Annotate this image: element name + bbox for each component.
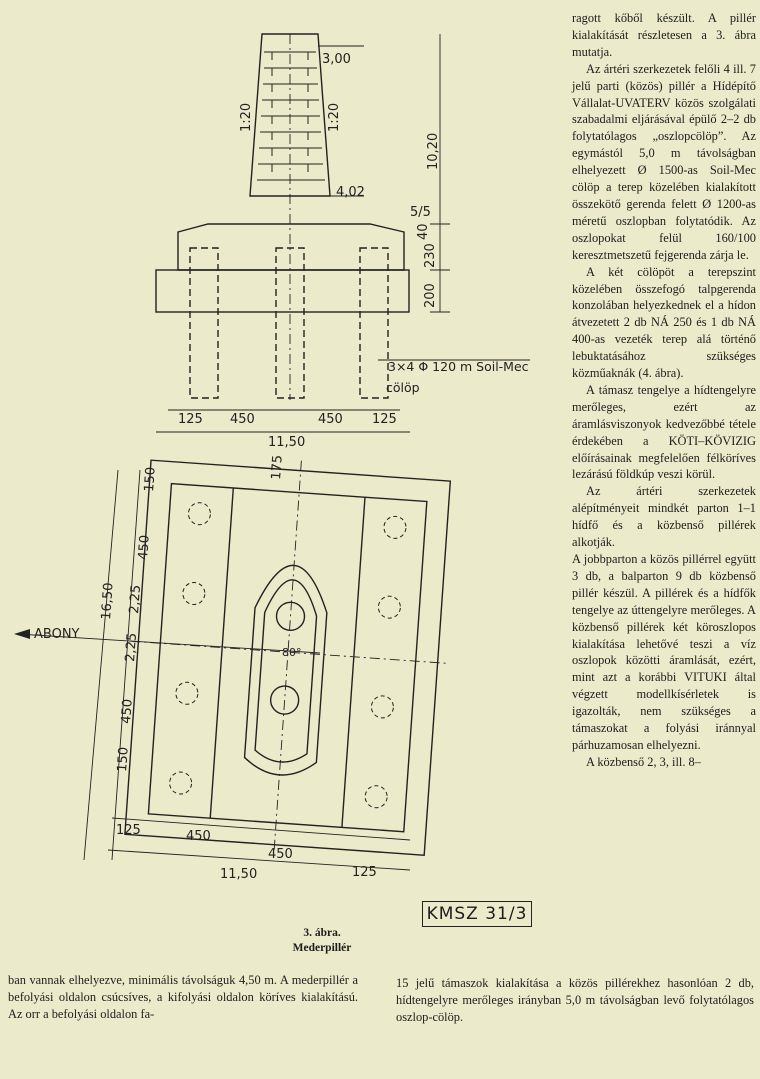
base-width-dim: 4,02 [336, 185, 365, 200]
right-batter: 1:20 [327, 103, 342, 132]
dim-b: 450 [230, 412, 255, 427]
right-text-column: ragott kőből készült. A pillér kialakítá… [572, 10, 756, 771]
b125a: 125 [116, 823, 141, 838]
cap-mid-dim: 230 [423, 243, 438, 268]
figure-caption: 3. ábra. Mederpillér [262, 926, 382, 956]
drawing-stamp: KMSZ 31/3 [422, 901, 532, 927]
caption-number: 3. ábra. [303, 927, 341, 939]
pile-cap [177, 223, 405, 271]
d450b: 450 [119, 698, 136, 724]
paragraph: ragott kőből készült. A pillér kialakítá… [572, 11, 756, 59]
b450a: 450 [186, 829, 211, 844]
total-width: 11,50 [268, 435, 305, 450]
bottom-left-paragraph: ban vannak elhelyezve, minimális távolsá… [8, 973, 358, 1021]
d150a: 150 [142, 466, 159, 492]
b125b: 125 [352, 865, 377, 880]
total-len: 16,50 [99, 582, 117, 620]
d150b: 150 [115, 746, 132, 772]
height-dim: 10,20 [426, 133, 441, 170]
dim-c: 450 [318, 412, 343, 427]
piles-label: 3×4 Φ 120 m Soil-Mec [388, 359, 529, 374]
b-total: 11,50 [220, 867, 257, 882]
direction-label: ABONY [34, 627, 80, 642]
bridge-pier-drawing: 3,00 4,02 5/5 3×4 Φ 120 m Soil-Mec cölöp… [14, 33, 530, 882]
paragraph: Az ártéri szerkezetek felőli 4 ill. 7 je… [572, 61, 756, 262]
d2250b: 2,25 [123, 632, 140, 662]
piles-label-2: cölöp [386, 380, 420, 395]
left-batter: 1:20 [239, 103, 254, 132]
dim-a: 125 [178, 412, 203, 427]
paragraph: Az ártéri szerkezetek alépítményeit mind… [572, 484, 756, 550]
paragraph: A támasz tengelye a hídtengelyre merőleg… [572, 382, 756, 482]
b450b: 450 [268, 847, 293, 862]
pier-nose-outline [243, 564, 328, 776]
d450a: 450 [136, 534, 153, 560]
paragraph: A két cölöpöt a terepszint közelében öss… [572, 264, 756, 381]
top-width-dim: 3,00 [322, 52, 351, 67]
caption-title: Mederpillér [292, 942, 352, 954]
slope-label: 5/5 [410, 205, 431, 220]
angle-label: 80° [282, 646, 302, 659]
top-offset: 175 [269, 454, 286, 480]
d2250: 2,25 [127, 584, 144, 614]
paragraph: A közbenső 2, 3, ill. 8– [586, 754, 701, 769]
paragraph: A jobbparton a közös pillérrel együtt 3 … [572, 552, 756, 752]
cap-bot-dim: 200 [423, 283, 438, 308]
bottom-right-paragraph: 15 jelű támaszok kialakítása a közös pil… [396, 976, 754, 1024]
cap-top-dim: 40 [416, 223, 431, 240]
dim-d: 125 [372, 412, 397, 427]
